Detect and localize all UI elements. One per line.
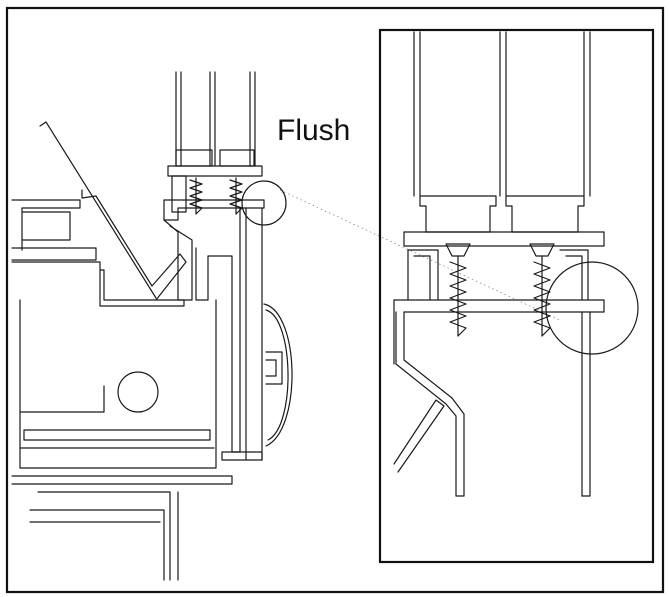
- angled-sill: [39, 121, 187, 301]
- flush-detail-circle-small: [241, 180, 287, 226]
- detail-glass-panes: [413, 31, 591, 197]
- glass-panes: [175, 71, 256, 167]
- frame-hole-circle: [117, 371, 159, 413]
- detail-spacers: [403, 195, 605, 247]
- main-frame-body: [19, 299, 217, 469]
- callout-leader-line: [279, 189, 561, 321]
- detail-frame-profile: [393, 299, 605, 497]
- flush-callout-label: Flush: [277, 114, 350, 147]
- detail-sash-block: [407, 249, 589, 301]
- enlarged-detail-view: [378, 28, 655, 564]
- bottom-sill: [11, 475, 233, 581]
- detail-screw-left: [445, 243, 471, 337]
- sash-profile: [163, 199, 265, 461]
- detail-screw-right: [529, 243, 555, 337]
- left-profiles: [11, 199, 185, 307]
- rounded-cover-cap: [263, 303, 293, 447]
- outer-border: [5, 6, 665, 594]
- detail-frame: [378, 28, 655, 564]
- flush-detail-circle-large: [545, 261, 639, 355]
- overall-section-view: [11, 71, 293, 581]
